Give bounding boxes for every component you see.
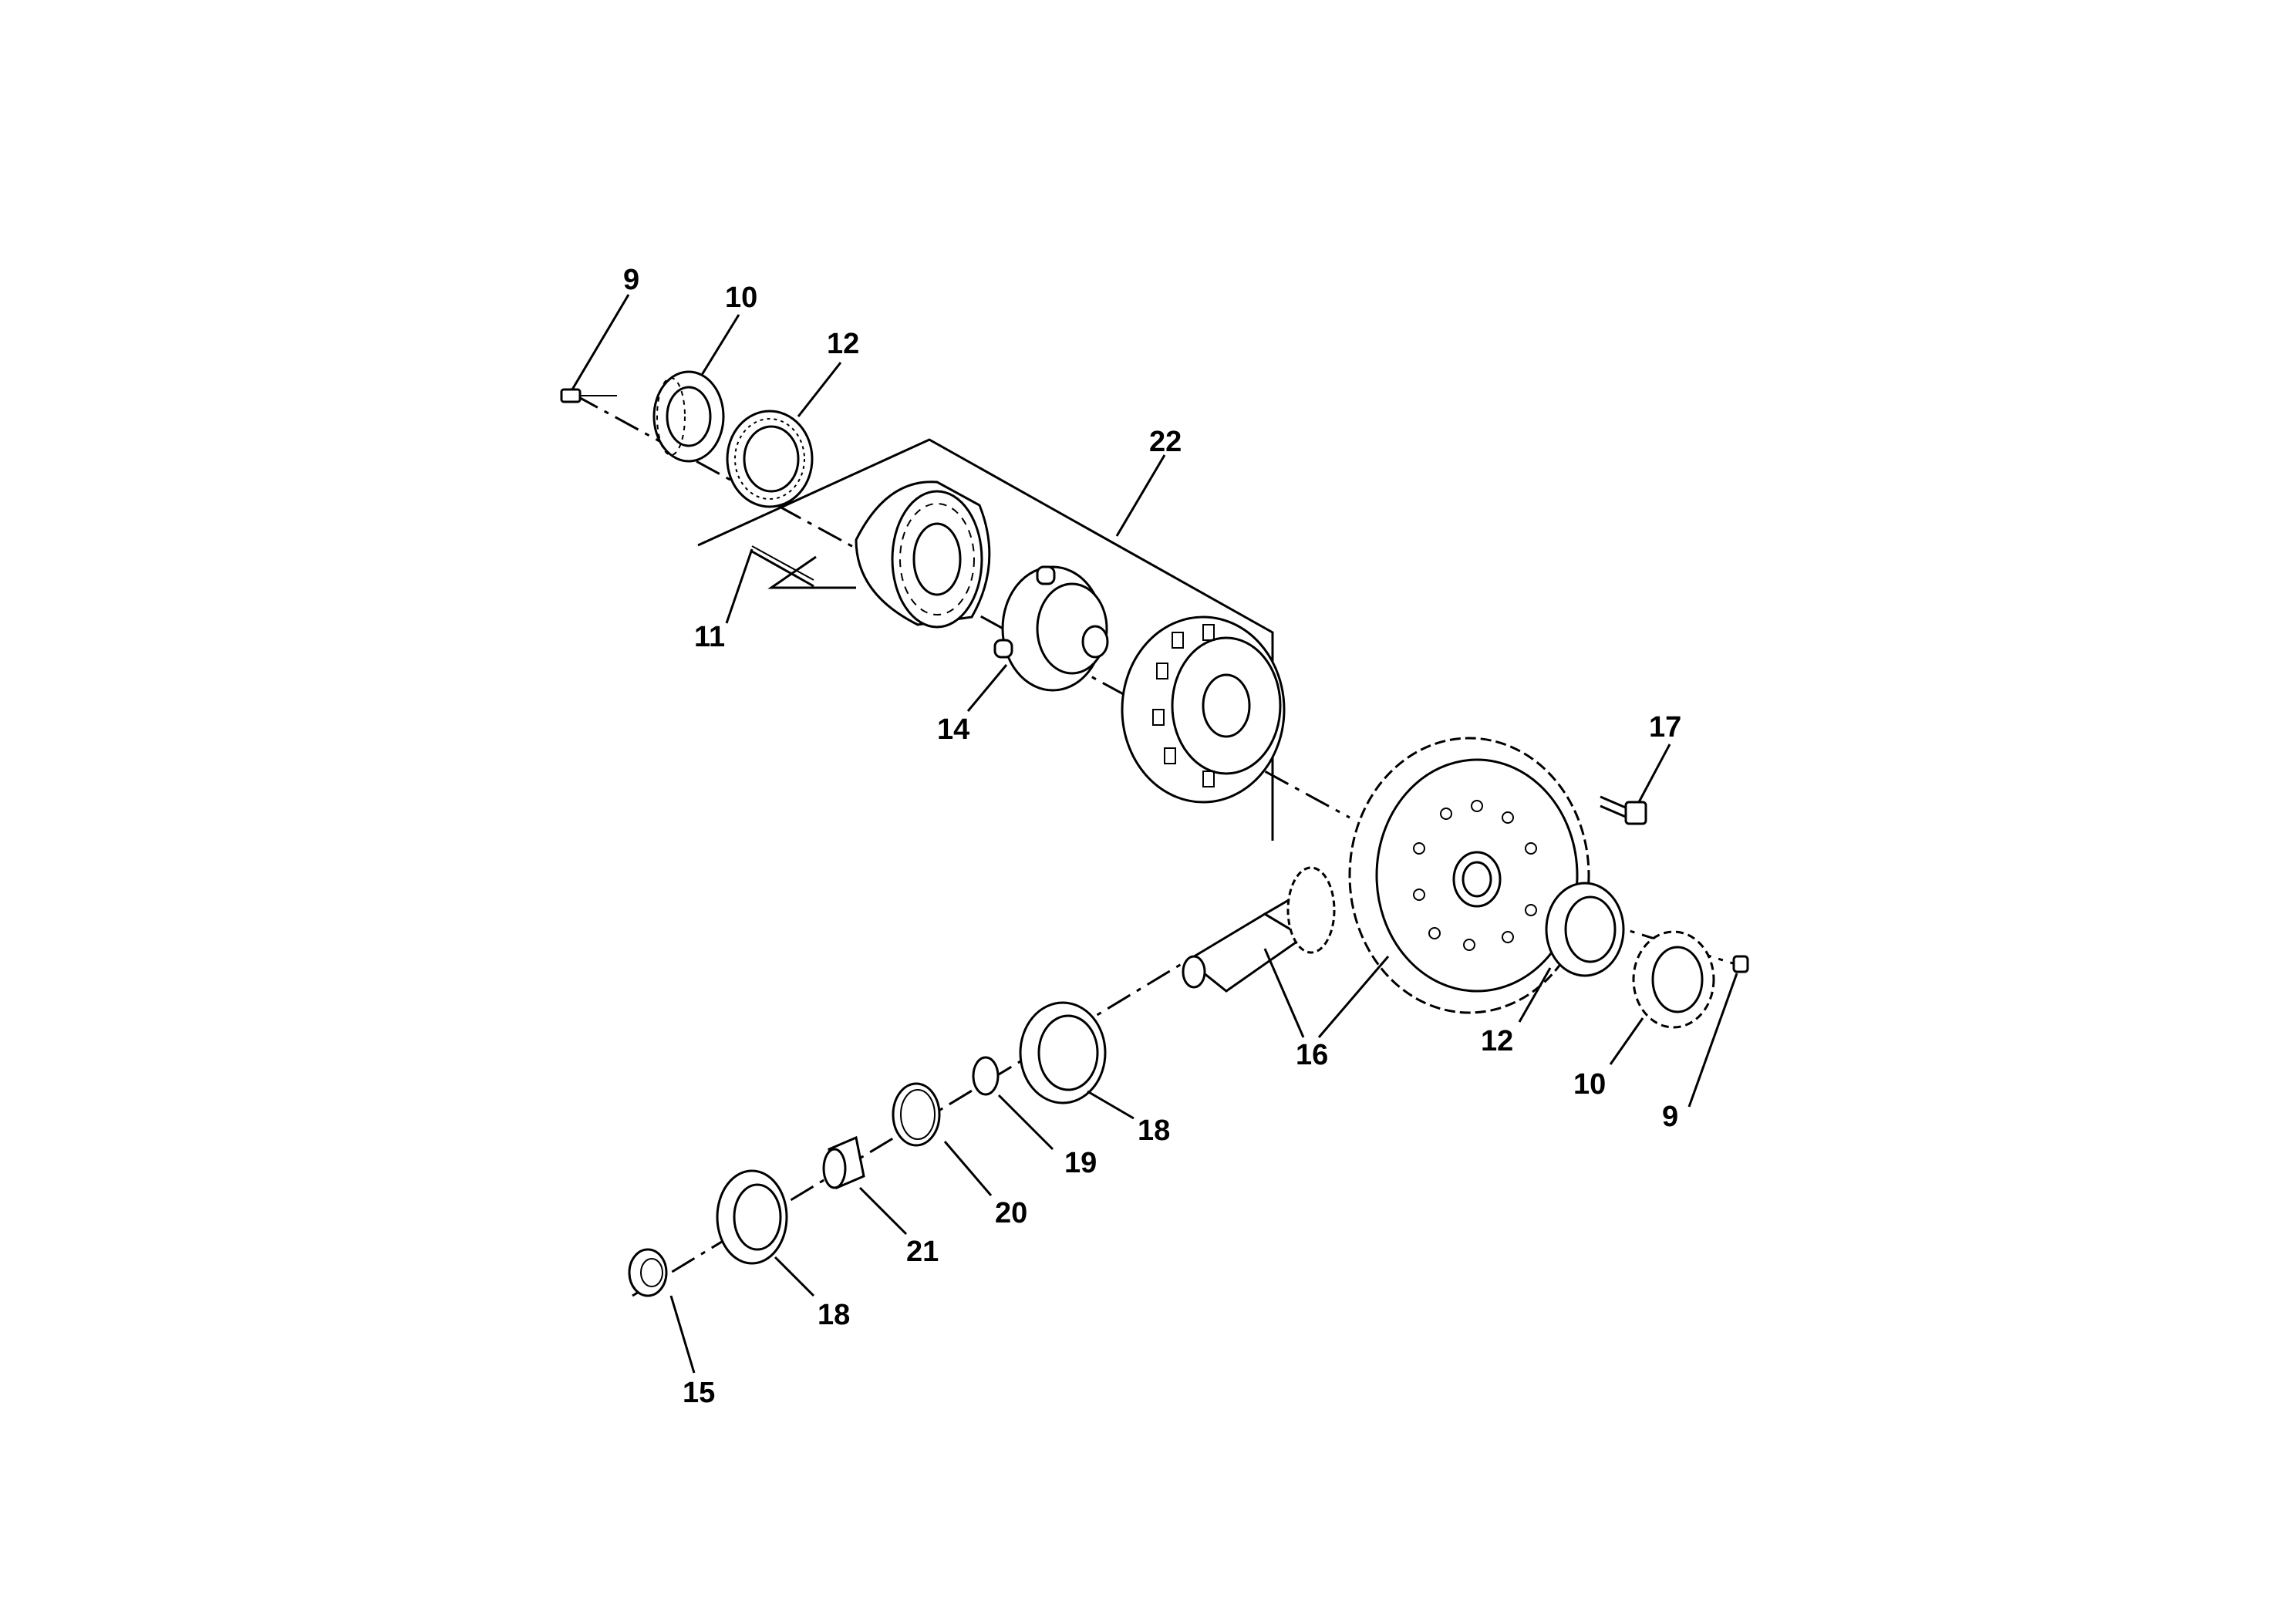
pinion-shaft [1182, 866, 1336, 993]
callout-10-right: 10 [1573, 1068, 1606, 1101]
bearing-part-12-right [1545, 882, 1625, 977]
ring-gear-part-16 [1348, 737, 1590, 1014]
snap-ring-part-19 [972, 1056, 1000, 1096]
differential-spider-part-14 [993, 565, 1109, 692]
callout-10-left: 10 [725, 282, 757, 314]
differential-carrier [1121, 615, 1286, 804]
callout-11: 11 [694, 621, 725, 653]
callout-18-lower: 18 [818, 1299, 850, 1331]
callout-19: 19 [1064, 1147, 1097, 1179]
callout-22: 22 [1149, 426, 1182, 458]
nut-part-15 [628, 1248, 668, 1297]
lock-nut-part-10-right [1632, 930, 1715, 1029]
bolt-part-17 [1600, 795, 1647, 825]
callout-14: 14 [937, 713, 969, 746]
spacer-sleeve-part-21 [822, 1135, 865, 1190]
callout-9-right: 9 [1662, 1101, 1678, 1133]
bolt-part-11 [751, 545, 814, 588]
lock-nut-part-10-left [652, 370, 725, 463]
callout-9-left: 9 [623, 264, 639, 296]
bearing-part-12-left [726, 410, 814, 508]
callout-12-right: 12 [1481, 1025, 1513, 1057]
callout-labels: 9 10 12 22 11 14 17 16 12 10 9 18 19 20 … [623, 264, 1681, 1409]
callout-17: 17 [1649, 711, 1681, 744]
shim-ring-part-20 [892, 1082, 941, 1147]
leader-lines [571, 294, 1738, 1374]
bearing-part-18-lower [716, 1169, 788, 1265]
bolt-part-9-left [560, 388, 617, 403]
differential-case-half [855, 481, 991, 629]
callout-16: 16 [1296, 1039, 1328, 1071]
callout-21: 21 [906, 1236, 939, 1268]
callout-12-left: 12 [827, 328, 859, 360]
callout-18-upper: 18 [1138, 1114, 1170, 1147]
bearing-part-18-upper [1019, 1001, 1107, 1104]
callout-15: 15 [683, 1377, 715, 1409]
callout-20: 20 [995, 1197, 1027, 1229]
bolt-part-9-right [1732, 955, 1749, 973]
